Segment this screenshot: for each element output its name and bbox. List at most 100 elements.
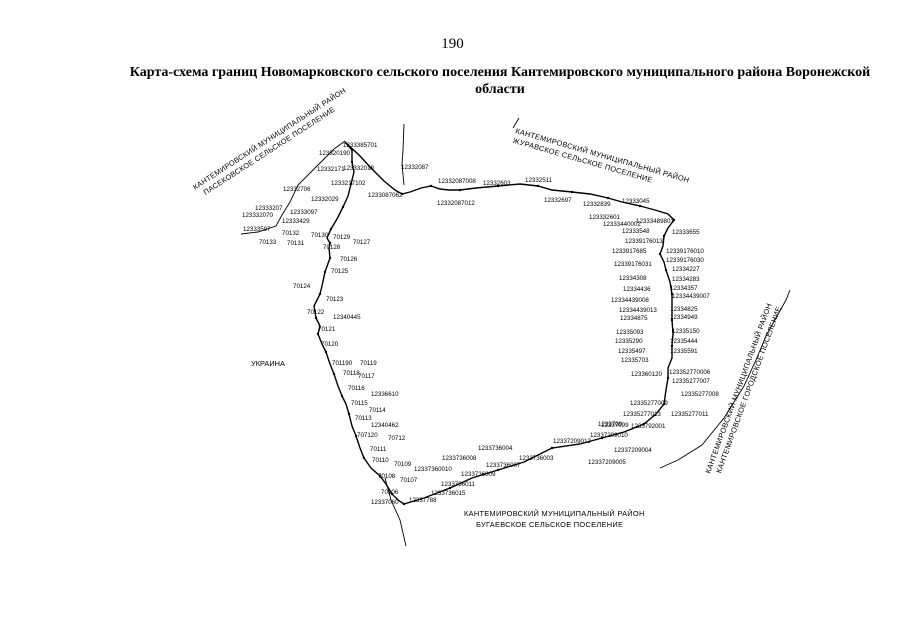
point-label: 12334439013 xyxy=(619,307,657,314)
point-label: 12337209005 xyxy=(588,459,626,466)
point-label: 123352770006 xyxy=(669,369,711,376)
point-label: 70117 xyxy=(358,373,375,380)
nw-external-boundary xyxy=(240,140,346,235)
point-label: 12334439007 xyxy=(672,293,710,300)
point-label: 12337099 xyxy=(601,422,629,429)
point-label: 123332070 xyxy=(242,212,274,219)
point-label: 70128 xyxy=(323,244,341,251)
nw-region-line2: ПАСЕКОВСКОЕ СЕЛЬСКОЕ ПОСЕЛЕНИЕ xyxy=(202,105,337,197)
point-label: 70119 xyxy=(360,360,377,367)
east-region-line1: КАНТЕМИРОВСКИЙ МУНИЦИПАЛЬНЫЙ РАЙОН xyxy=(703,302,773,475)
point-label: 12339176013 xyxy=(625,238,663,245)
east-region-line2: КАНТЕМИРОВСКОЕ ГОРОДСКОЕ ПОСЕЛЕНИЕ xyxy=(714,305,783,474)
point-label: 12334283 xyxy=(672,276,700,283)
point-label: 1233217102 xyxy=(331,180,366,187)
point-label: 70113 xyxy=(355,415,372,422)
point-label: 12333429 xyxy=(282,218,310,225)
point-label: 12333097 xyxy=(290,209,318,216)
point-label: 12334308 xyxy=(619,275,647,282)
point-label: 12335703 xyxy=(621,357,649,364)
point-label: 70123 xyxy=(326,296,344,303)
point-label: 1233736015 xyxy=(431,490,466,497)
point-label: 123360120 xyxy=(631,371,663,378)
north-spur-line xyxy=(401,123,405,186)
point-label: 12334875 xyxy=(620,315,648,322)
point-label: 12335277011 xyxy=(671,411,709,418)
point-label: 12335290 xyxy=(615,338,643,345)
point-label: 707120 xyxy=(357,432,378,439)
point-label: 70131 xyxy=(287,240,305,247)
point-label: 70122 xyxy=(307,309,325,316)
point-label: 1233736003 xyxy=(519,455,554,462)
ne-spur-line xyxy=(512,117,520,129)
point-label: 12339176030 xyxy=(666,257,704,264)
point-label: 12335444 xyxy=(670,338,698,345)
point-label: 12333655 xyxy=(672,229,700,236)
point-label: 12337360010 xyxy=(414,466,452,473)
point-label: 70109 xyxy=(394,461,412,468)
point-label: 1233736009 xyxy=(461,471,496,478)
point-label: 12332511 xyxy=(525,177,553,184)
point-label: 1233736008 xyxy=(442,455,477,462)
east-external-line xyxy=(659,289,791,469)
point-label: 12334439008 xyxy=(611,297,649,304)
point-label: 1233792001 xyxy=(631,423,666,430)
point-label: 70111 xyxy=(370,446,387,453)
point-label: 12335591 xyxy=(670,348,698,355)
point-label: 12332171 xyxy=(317,166,345,173)
point-label: 123320190 xyxy=(319,150,351,157)
map-title: Карта-схема границ Новомарковского сельс… xyxy=(129,65,871,97)
point-label: 12335277013 xyxy=(623,411,661,418)
point-label: 12332603 xyxy=(483,180,511,187)
nw-region-label: КАНТЕМИРОВСКИЙ МУНИЦИПАЛЬНЫЙ РАЙОН ПАСЕК… xyxy=(191,86,347,197)
ne-region-label: КАНТЕМИРОВСКИЙ МУНИЦИПАЛЬНЫЙ РАЙОН ЖУРАВ… xyxy=(512,126,691,184)
point-label: 12332697 xyxy=(544,197,572,204)
point-label: 1233736004 xyxy=(478,445,513,452)
point-label: 70106 xyxy=(381,489,399,496)
point-label: 70115 xyxy=(351,400,368,407)
page-number: 190 xyxy=(441,36,464,52)
nw-region-line1: КАНТЕМИРОВСКИЙ МУНИЦИПАЛЬНЫЙ РАЙОН xyxy=(191,86,347,192)
point-label: 12333440002 xyxy=(603,221,641,228)
point-label: 12332087012 xyxy=(437,200,475,207)
point-label: 12339176010 xyxy=(666,248,704,255)
point-label: 1233917685 xyxy=(612,248,647,255)
point-label: 1233087062 xyxy=(368,192,403,199)
point-label: 12337209004 xyxy=(614,447,652,454)
point-label: 12337209012 xyxy=(553,438,591,445)
point-label: 701190 xyxy=(332,360,353,367)
point-label: 12334825 xyxy=(670,306,698,313)
south-region-line1: КАНТЕМИРОВСКИЙ МУНИЦИПАЛЬНЫЙ РАЙОН xyxy=(464,509,645,518)
point-label: 12332839 xyxy=(583,201,611,208)
point-label: 12333548 xyxy=(622,228,650,235)
point-label: 1233736007 xyxy=(486,462,521,469)
point-label: 12340462 xyxy=(371,422,399,429)
ne-region-line1: КАНТЕМИРОВСКИЙ МУНИЦИПАЛЬНЫЙ РАЙОН xyxy=(514,126,690,184)
point-label: 12333489801 xyxy=(636,218,674,225)
point-label: 12335150 xyxy=(672,328,700,335)
point-label: 12332087 xyxy=(401,164,429,171)
point-label: 70120 xyxy=(321,341,339,348)
point-label: 70124 xyxy=(293,283,311,290)
south-region-line2: БУГАЕВСКОЕ СЕЛЬСКОЕ ПОСЕЛЕНИЕ xyxy=(476,520,623,529)
point-label: 12333045 xyxy=(622,198,650,205)
point-label: 70129 xyxy=(333,234,351,241)
ukraine-label: УКРАИНА xyxy=(251,359,285,368)
point-label: 12333207 xyxy=(255,205,283,212)
point-label: 12332087008 xyxy=(438,178,476,185)
point-label: 12337788 xyxy=(409,497,437,504)
point-label: 12334949 xyxy=(670,314,698,321)
point-label: 70116 xyxy=(348,385,365,392)
point-label: 70125 xyxy=(331,268,349,275)
point-label: 70127 xyxy=(353,239,371,246)
point-label: 1233385701 xyxy=(343,142,378,149)
point-label: 12333597 xyxy=(243,226,271,233)
point-label: 70132 xyxy=(282,230,300,237)
point-label: 12334357 xyxy=(670,285,698,292)
point-label: 12337209010 xyxy=(590,432,628,439)
point-label: 12335497 xyxy=(618,348,646,355)
point-label: 70130 xyxy=(311,232,329,239)
point-label: 70107 xyxy=(400,477,418,484)
point-label: 12332706 xyxy=(283,186,311,193)
